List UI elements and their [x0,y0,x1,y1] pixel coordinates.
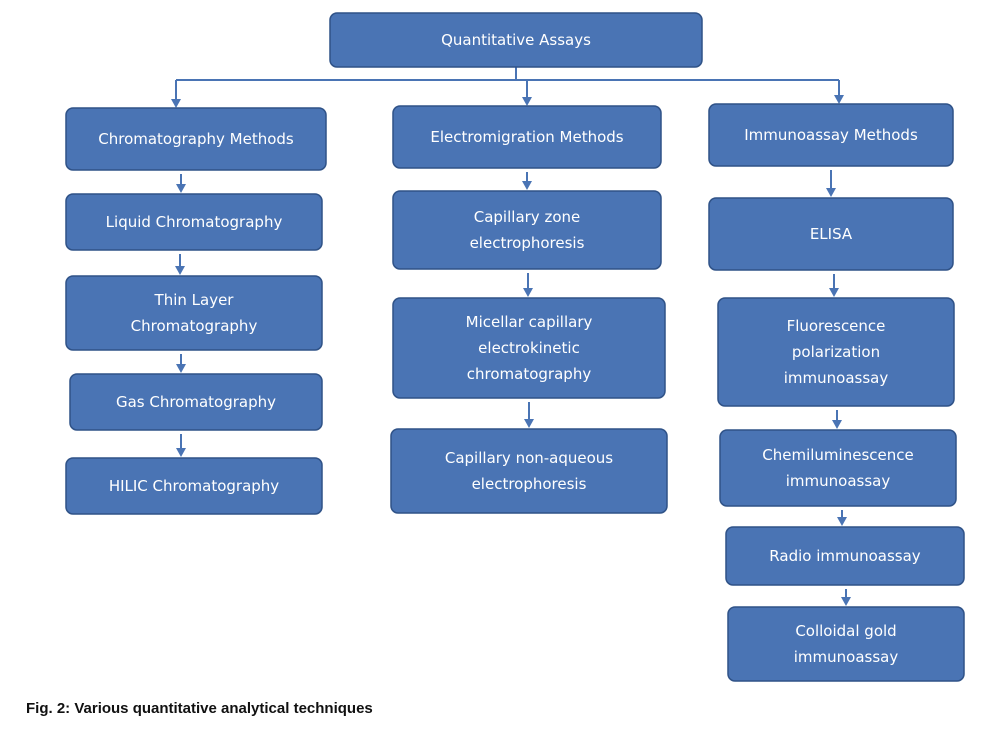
node-cze: Capillary zone electrophoresis [392,190,662,270]
node-chrom: Chromatography Methods [65,107,327,171]
node-clia: Chemiluminescence immunoassay [719,429,957,507]
node-fpia: Fluorescence polarization immunoassay [717,297,955,407]
node-box [65,457,323,515]
node-box [708,103,954,167]
node-gc: Gas Chromatography [69,373,323,431]
node-hilic: HILIC Chromatography [65,457,323,515]
node-box [392,105,662,169]
node-label: Immunoassay Methods [744,126,918,144]
node-label: immunoassay [786,472,891,490]
node-label: polarization [792,343,880,361]
node-label: Chromatography Methods [98,130,294,148]
node-immuno: Immunoassay Methods [708,103,954,167]
node-label: Capillary non-aqueous [445,449,613,467]
node-box [392,297,666,399]
node-label: immunoassay [794,648,899,666]
node-label: Fluorescence [787,317,886,335]
node-label: HILIC Chromatography [109,477,279,495]
arrowhead [176,448,186,457]
node-label: Chemiluminescence [762,446,913,464]
connector-layer [171,67,851,606]
node-root: Quantitative Assays [329,12,703,68]
node-lc: Liquid Chromatography [65,193,323,251]
node-mekc: Micellar capillary electrokinetic chromato… [392,297,666,399]
arrowhead [175,266,185,275]
node-box [329,12,703,68]
arrowhead [834,95,844,104]
node-label: Colloidal gold [795,622,896,640]
node-box [65,107,327,171]
node-label: Gas Chromatography [116,393,276,411]
node-label: Chromatography [131,317,258,335]
arrowhead [524,419,534,428]
node-box [717,297,955,407]
arrowhead [841,597,851,606]
node-label: electrokinetic [478,339,580,357]
arrowhead [522,97,532,106]
node-label: Micellar capillary [466,313,593,331]
arrowhead [176,184,186,193]
arrowhead [826,188,836,197]
node-box [725,526,965,586]
node-box [69,373,323,431]
node-box [708,197,954,271]
node-label: Thin Layer [154,291,235,309]
node-label: Liquid Chromatography [106,213,283,231]
arrowhead [837,517,847,526]
node-label: chromatography [467,365,592,383]
node-label: electrophoresis [472,475,587,493]
node-label: electrophoresis [470,234,585,252]
arrowhead [829,288,839,297]
node-elisa: ELISA [708,197,954,271]
node-label: immunoassay [784,369,889,387]
figure-caption: Fig. 2: Various quantitative analytical … [26,700,373,717]
node-electro: Electromigration Methods [392,105,662,169]
node-label: ELISA [810,225,853,243]
arrowhead [176,364,186,373]
node-box [392,190,662,270]
node-box [727,606,965,682]
node-ria: Radio immunoassay [725,526,965,586]
node-box [65,193,323,251]
arrowhead [522,181,532,190]
node-cgia: Colloidal gold immunoassay [727,606,965,682]
node-label: Radio immunoassay [769,547,921,565]
node-label: Quantitative Assays [441,31,591,49]
node-label: Capillary zone [474,208,580,226]
arrowhead [171,99,181,108]
arrowhead [523,288,533,297]
node-nace: Capillary non-aqueous electrophoresis [390,428,668,514]
node-label: Electromigration Methods [430,128,623,146]
node-box [719,429,957,507]
arrowhead [832,420,842,429]
node-box [390,428,668,514]
node-box [65,275,323,351]
